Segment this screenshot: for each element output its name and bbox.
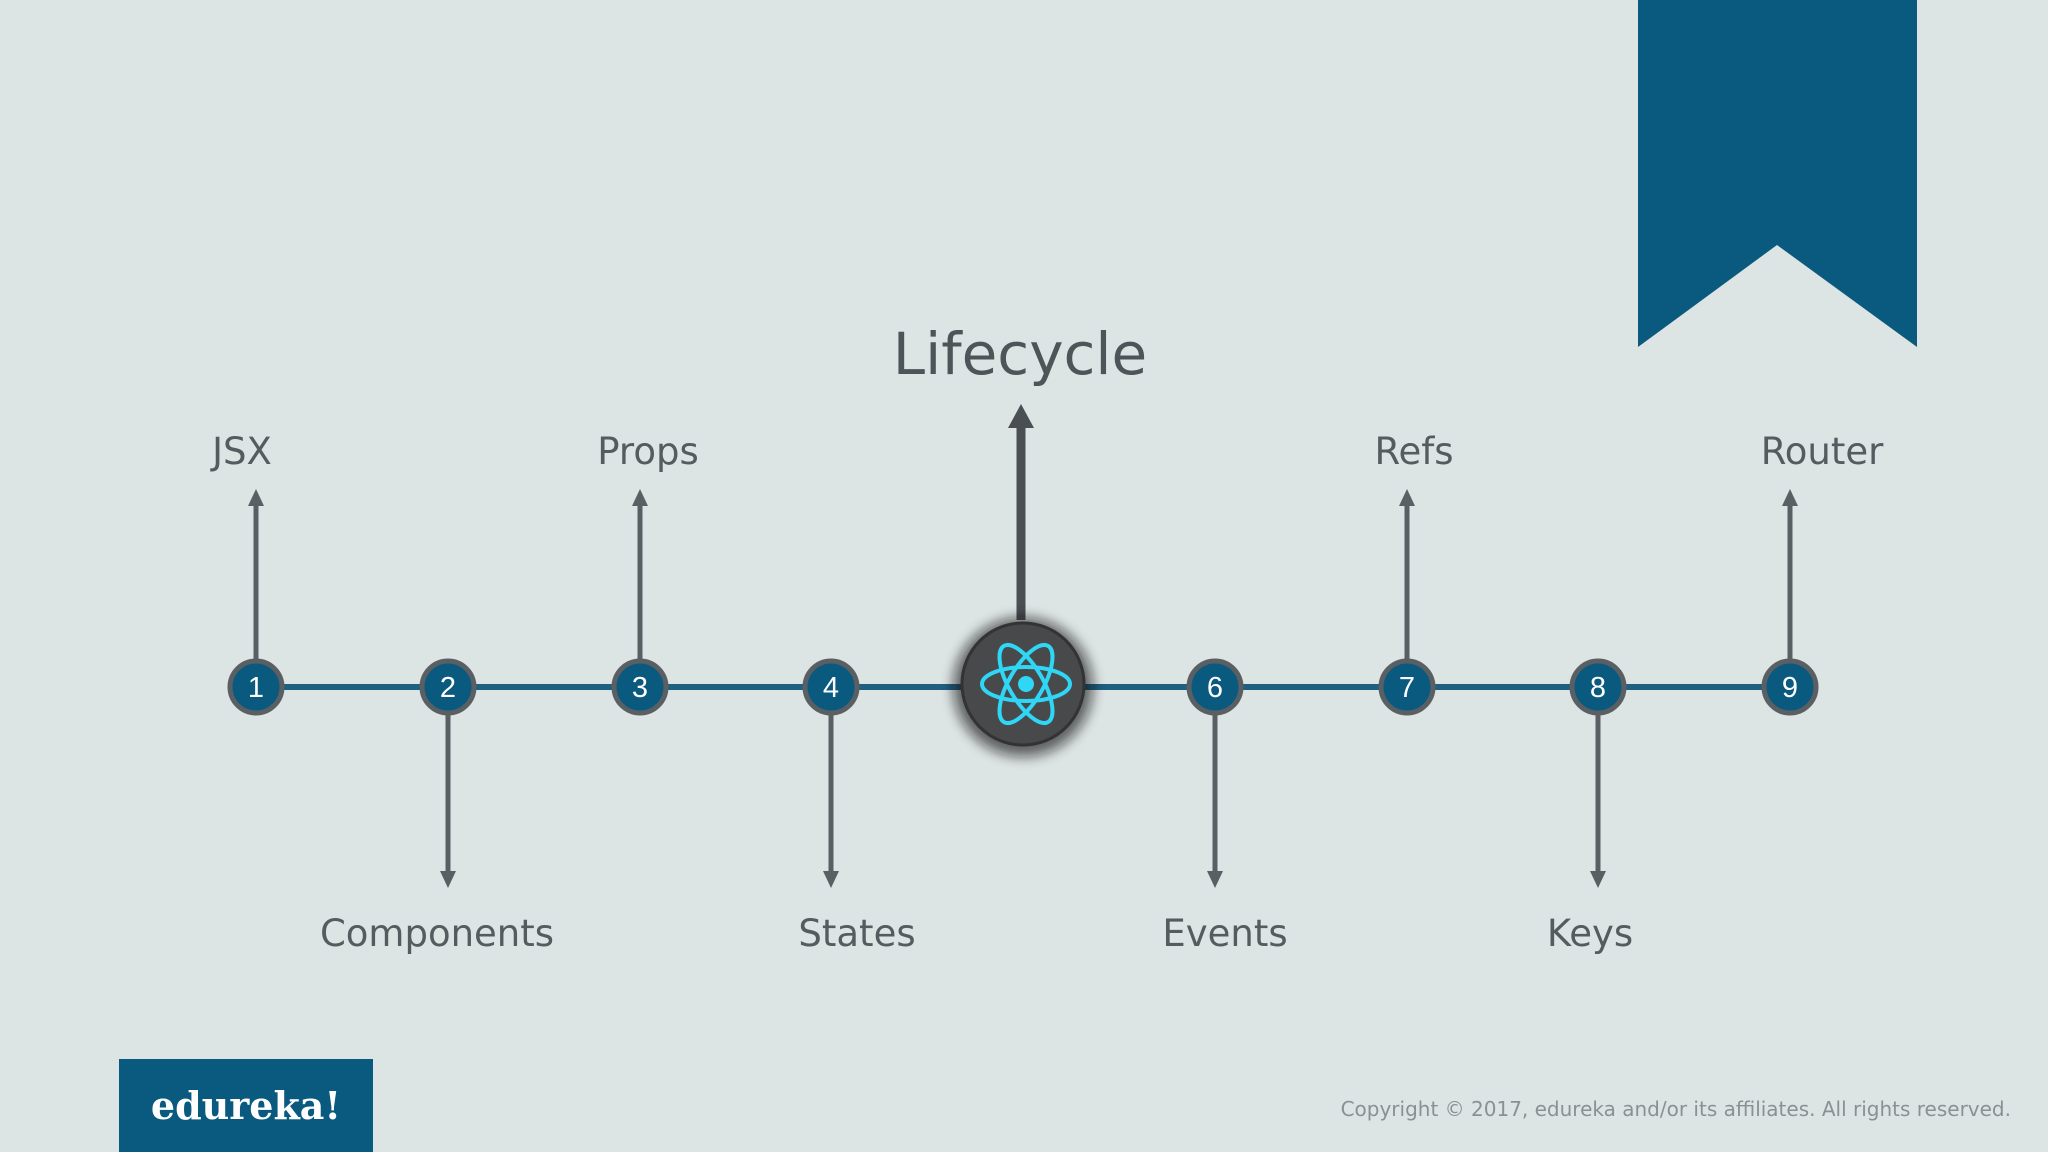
timeline-arrows: [248, 489, 1798, 888]
timeline-node-2: 2: [419, 658, 477, 716]
copyright-text: Copyright © 2017, edureka and/or its aff…: [1340, 1097, 2011, 1121]
timeline-node-3: 3: [611, 658, 669, 716]
react-logo-icon: [980, 642, 1072, 726]
timeline-node-7: 7: [1378, 658, 1436, 716]
label-events: Events: [1162, 912, 1288, 955]
timeline-node-4: 4: [802, 658, 860, 716]
node-number-6: 6: [1207, 672, 1223, 704]
arrow-refs: [1399, 489, 1415, 661]
label-refs: Refs: [1374, 430, 1454, 473]
label-keys: Keys: [1546, 912, 1634, 955]
timeline-node-8: 8: [1569, 658, 1627, 716]
timeline-node-9: 9: [1761, 658, 1819, 716]
arrow-events: [1207, 713, 1223, 888]
arrow-router: [1782, 489, 1798, 661]
label-router: Router: [1760, 430, 1884, 473]
arrow-props: [632, 489, 648, 661]
lifecycle-arrow: [1008, 404, 1034, 620]
node-number-8: 8: [1590, 672, 1606, 704]
arrow-keys: [1590, 713, 1606, 888]
label-components: Components: [319, 912, 555, 955]
node-number-7: 7: [1399, 672, 1415, 704]
timeline-node-6: 6: [1186, 658, 1244, 716]
timeline-nodes: 1 2 3 4 6 7 8 9: [227, 658, 1819, 716]
node-number-2: 2: [440, 672, 456, 704]
label-jsx: JSX: [212, 430, 272, 473]
timeline-node-1: 1: [227, 658, 285, 716]
node-number-1: 1: [248, 672, 264, 704]
edureka-logo: edureka!: [119, 1059, 373, 1152]
label-props: Props: [597, 430, 699, 473]
node-number-9: 9: [1782, 672, 1798, 704]
arrow-jsx: [248, 489, 264, 661]
arrow-components: [440, 713, 456, 888]
logo-text: edureka!: [150, 1083, 342, 1128]
react-node: [953, 617, 1093, 757]
label-lifecycle: Lifecycle: [892, 320, 1148, 388]
bookmark-ribbon-icon: [1638, 0, 1917, 347]
node-number-3: 3: [632, 672, 648, 704]
label-states: States: [798, 912, 916, 955]
node-number-4: 4: [823, 672, 839, 704]
arrow-states: [823, 713, 839, 888]
